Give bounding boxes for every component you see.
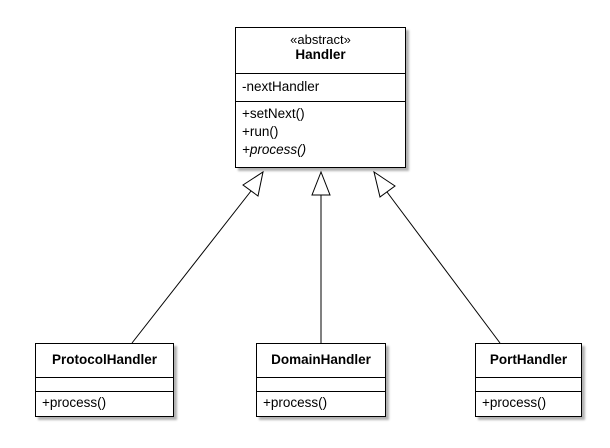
operations-section: +process() bbox=[476, 392, 581, 412]
class-name: Handler bbox=[295, 47, 346, 62]
generalization-line-port bbox=[386, 191, 501, 344]
generalization-arrowhead-domain bbox=[311, 170, 331, 196]
class-port-handler-header: PortHandler bbox=[476, 344, 581, 378]
operations-section: +process() bbox=[36, 392, 173, 412]
operation-process: +process() bbox=[42, 395, 107, 410]
attributes-section bbox=[36, 378, 173, 392]
attribute-next-handler: -nextHandler bbox=[242, 79, 320, 94]
class-protocol-handler[interactable]: ProtocolHandler +process() bbox=[35, 343, 174, 417]
class-handler[interactable]: «abstract» Handler -nextHandler +setNext… bbox=[235, 27, 406, 168]
operation-process: +process() bbox=[263, 395, 328, 410]
class-name: PortHandler bbox=[489, 352, 568, 367]
class-port-handler[interactable]: PortHandler +process() bbox=[475, 343, 582, 417]
attributes-section bbox=[476, 378, 581, 392]
class-name: ProtocolHandler bbox=[51, 352, 157, 367]
class-protocol-handler-header: ProtocolHandler bbox=[36, 344, 173, 378]
operations-section: +process() bbox=[257, 392, 385, 412]
attributes-section: -nextHandler bbox=[236, 74, 405, 102]
class-handler-header: «abstract» Handler bbox=[236, 28, 405, 74]
operation-set-next: +setNext() bbox=[242, 106, 305, 121]
generalization-line-protocol bbox=[131, 190, 252, 344]
operation-process-abstract: +process() bbox=[242, 142, 307, 157]
attributes-section bbox=[257, 378, 385, 392]
operation-process: +process() bbox=[482, 395, 547, 410]
stereotype-label: «abstract» bbox=[290, 32, 351, 47]
generalization-arrowhead-protocol bbox=[242, 170, 264, 197]
operation-run: +run() bbox=[242, 124, 279, 139]
class-name: DomainHandler bbox=[271, 352, 371, 367]
operations-section: +setNext() +run() +process() bbox=[236, 102, 405, 159]
class-domain-handler[interactable]: DomainHandler +process() bbox=[256, 343, 386, 417]
class-domain-handler-header: DomainHandler bbox=[257, 344, 385, 378]
generalization-arrowhead-port bbox=[373, 170, 396, 198]
